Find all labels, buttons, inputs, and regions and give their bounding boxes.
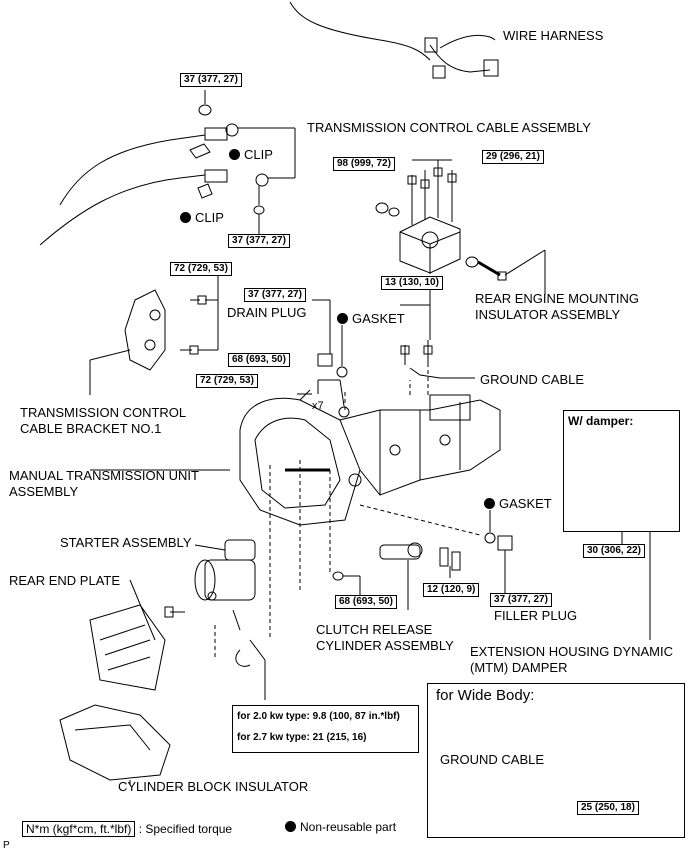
transmission-unit-label-2: ASSEMBLY — [9, 484, 79, 499]
torque-spec: 37 (377, 27) — [244, 288, 306, 302]
control-cable-drawing — [39, 90, 296, 246]
filler-plug-label: FILLER PLUG — [494, 608, 578, 623]
torque-spec: 37 (377, 27) — [490, 593, 552, 607]
rear-engine-mount-label-1: REAR ENGINE MOUNTING — [475, 291, 639, 306]
wide-body-ground-cable-label: GROUND CABLE — [440, 752, 545, 767]
legend-nonreusable: Non-reusable part — [285, 820, 396, 835]
gasket-label-1: GASKET — [337, 311, 405, 326]
starter-label: STARTER ASSEMBLY — [60, 535, 192, 550]
cylinder-block-insulator-label: CYLINDER BLOCK INSULATOR — [118, 779, 309, 794]
transmission-unit-label-1: MANUAL TRANSMISSION UNIT — [9, 468, 199, 483]
cable-bracket-drawing — [89, 275, 219, 395]
drain-plug-label: DRAIN PLUG — [227, 305, 307, 320]
rear-end-plate-drawing — [89, 579, 166, 691]
damper-variant-box: W/ damper: — [563, 410, 680, 532]
wire-harness-label: WIRE HARNESS — [503, 28, 604, 43]
damper-box-title: W/ damper: — [568, 414, 634, 428]
gasket-label-2: GASKET — [484, 496, 552, 511]
clip-label-1: CLIP — [229, 147, 273, 162]
torque-spec: 98 (999, 72) — [333, 157, 395, 171]
wide-body-title: for Wide Body: — [436, 687, 535, 704]
rear-engine-mount-label-2: INSULATOR ASSEMBLY — [475, 307, 621, 322]
torque-spec: 72 (729, 53) — [170, 262, 232, 276]
transmission-unit-drawing — [90, 360, 501, 640]
torque-spec: 30 (306, 22) — [583, 544, 645, 558]
nonreusable-dot-icon — [229, 149, 240, 160]
nonreusable-dot-icon — [484, 498, 495, 509]
legend-torque: N*m (kgf*cm, ft.*lbf) : Specified torque — [22, 821, 233, 837]
page-marker: P — [3, 840, 10, 851]
clutch-cylinder-label-1: CLUTCH RELEASE — [316, 622, 433, 637]
extension-damper-label-1: EXTENSION HOUSING DYNAMIC — [470, 644, 673, 659]
nonreusable-dot-icon — [285, 821, 296, 832]
clip-label-2: CLIP — [180, 210, 224, 225]
nonreusable-dot-icon — [337, 313, 348, 324]
clutch-cylinder-label-2: CYLINDER ASSEMBLY — [316, 638, 454, 653]
drain-plug-drawing — [297, 299, 350, 418]
cylinder-block-insulator-drawing — [59, 704, 171, 785]
ground-cable-drawing — [400, 290, 475, 379]
rear-engine-mounting-drawing — [375, 159, 546, 295]
ground-cable-label: GROUND CABLE — [480, 372, 585, 387]
extension-damper-label-2: (MTM) DAMPER — [470, 660, 568, 675]
wide-body-variant-box: for Wide Body: GROUND CABLE — [427, 683, 685, 838]
nonreusable-dot-icon — [180, 212, 191, 223]
torque-spec: 29 (296, 21) — [482, 150, 544, 164]
extension-bolt-drawing — [332, 571, 361, 595]
legend-torque-units: N*m (kgf*cm, ft.*lbf) — [22, 821, 136, 837]
legend-torque-text: : Specified torque — [138, 822, 233, 836]
wire-harness-drawing — [289, 1, 499, 79]
starter-note-line-2: for 2.7 kw type: 21 (215, 16) — [237, 732, 367, 743]
rear-end-plate-label: REAR END PLATE — [9, 573, 121, 588]
torque-spec: 13 (130, 10) — [381, 276, 443, 290]
control-cable-label: TRANSMISSION CONTROL CABLE ASSEMBLY — [307, 120, 591, 135]
torque-spec: 37 (377, 27) — [228, 234, 290, 248]
torque-spec: 68 (693, 50) — [228, 353, 290, 367]
clutch-cylinder-drawing — [379, 542, 461, 610]
torque-spec: 72 (729, 53) — [196, 374, 258, 388]
cable-bracket-label-2: CABLE BRACKET NO.1 — [20, 421, 162, 436]
starter-torque-note: for 2.0 kw type: 9.8 (100, 87 in.*lbf) f… — [232, 705, 419, 753]
torque-spec: 68 (693, 50) — [335, 595, 397, 609]
filler-plug-drawing — [484, 510, 513, 595]
torque-spec: 37 (377, 27) — [180, 73, 242, 87]
starter-drawing — [164, 539, 266, 700]
cable-bracket-label-1: TRANSMISSION CONTROL — [20, 405, 187, 420]
bolt-count-label: x7 — [312, 400, 324, 412]
starter-note-line-1: for 2.0 kw type: 9.8 (100, 87 in.*lbf) — [237, 711, 400, 722]
torque-spec: 12 (120, 9) — [423, 583, 480, 597]
torque-spec: 25 (250, 18) — [577, 801, 639, 815]
